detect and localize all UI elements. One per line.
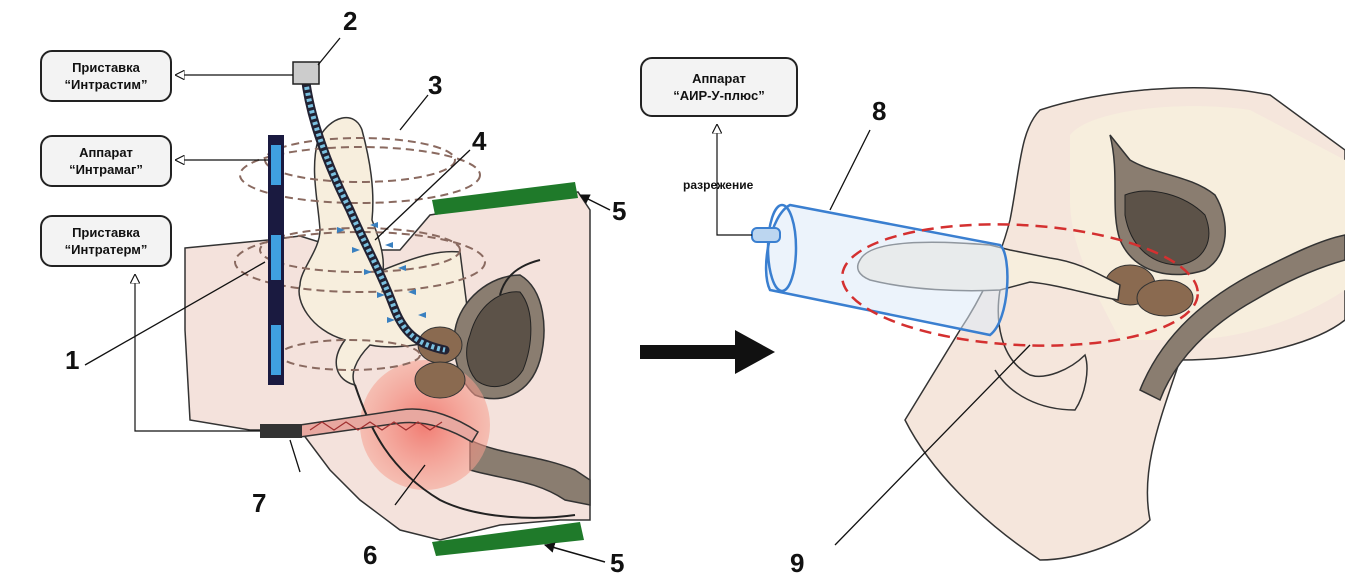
air-u-plus-line2: “АИР-У-плюс” [673, 87, 764, 104]
vacuum-label: разрежение [683, 178, 753, 192]
prostate-lower [415, 362, 465, 398]
label-6: 6 [363, 540, 377, 571]
label-2: 2 [343, 6, 357, 37]
label-8: 8 [872, 96, 886, 127]
label-5-bottom: 5 [610, 548, 624, 579]
tube-nozzle [752, 228, 780, 242]
left-anatomy [85, 38, 610, 562]
intramag-line1: Аппарат [79, 144, 133, 161]
catheter-connector [293, 62, 319, 84]
transition-arrow [640, 330, 775, 374]
intraterm-box: Приставка “Интратерм” [40, 215, 172, 267]
label-1: 1 [65, 345, 79, 376]
label-4: 4 [472, 126, 486, 157]
air-u-plus-line1: Аппарат [692, 70, 746, 87]
intramag-line2: “Интрамаг” [69, 161, 143, 178]
label-3: 3 [428, 70, 442, 101]
leader-8 [830, 130, 870, 210]
air-u-plus-box: Аппарат “АИР-У-плюс” [640, 57, 798, 117]
label-9: 9 [790, 548, 804, 579]
right-prostate-2 [1137, 280, 1193, 316]
probe-connector [260, 424, 302, 438]
label-5-top: 5 [612, 196, 626, 227]
coil-segments [271, 145, 281, 375]
label-7: 7 [252, 488, 266, 519]
intrastim-line1: Приставка [72, 59, 140, 76]
intrastim-line2: “Интрастим” [65, 76, 148, 93]
intrastim-box: Приставка “Интрастим” [40, 50, 172, 102]
arrow-5b [545, 545, 605, 562]
right-anatomy [717, 88, 1345, 560]
intraterm-line2: “Интратерм” [65, 241, 148, 258]
intraterm-line1: Приставка [72, 224, 140, 241]
intramag-box: Аппарат “Интрамаг” [40, 135, 172, 187]
